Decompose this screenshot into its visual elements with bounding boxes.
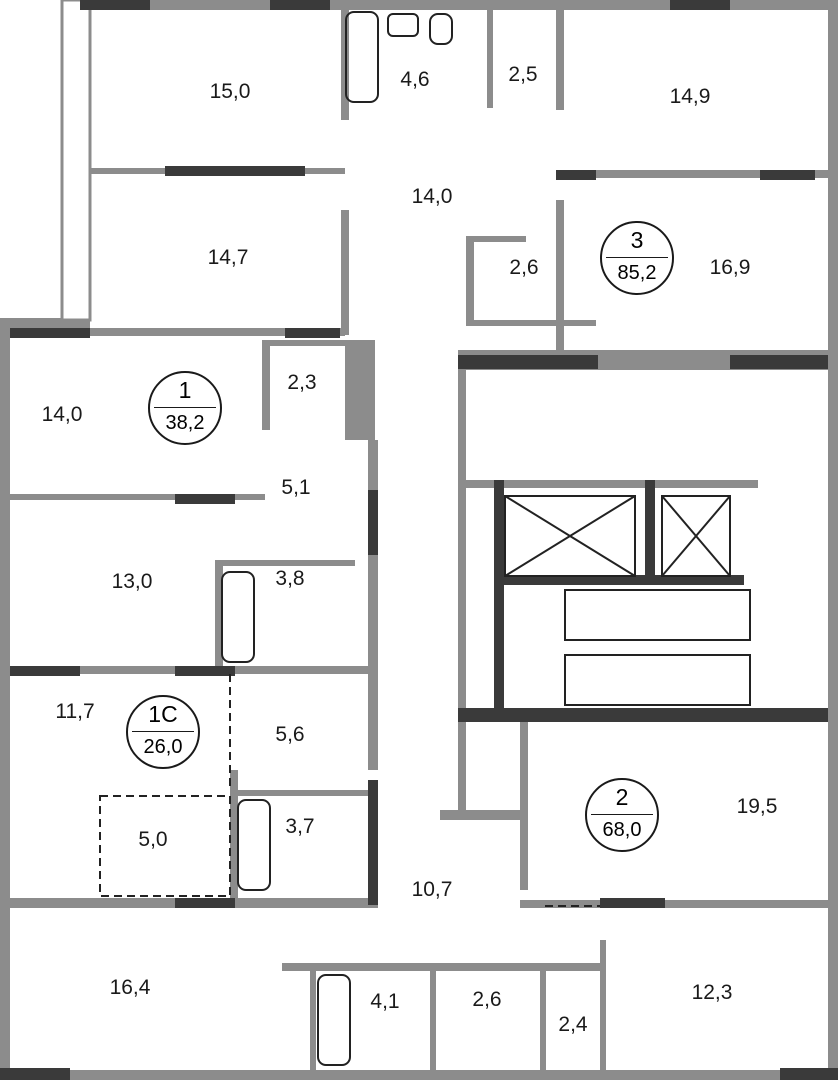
room-area: 5,0 xyxy=(138,828,168,851)
room-area: 4,1 xyxy=(370,990,400,1013)
bathtub-icon xyxy=(221,571,255,663)
room-area: 2,3 xyxy=(287,371,317,394)
apartment-number: 1 xyxy=(154,373,216,408)
toilet-icon xyxy=(429,13,453,45)
room-area: 3,8 xyxy=(275,567,305,590)
elevator-icon xyxy=(504,495,636,577)
room-area: 2,6 xyxy=(472,988,502,1011)
stairs xyxy=(564,654,751,706)
room-area: 13,0 xyxy=(111,570,153,593)
room-area: 14,0 xyxy=(41,403,83,426)
sink-icon xyxy=(387,13,419,37)
dashed-zone xyxy=(99,795,231,897)
room-area: 3,7 xyxy=(285,815,315,838)
room-area: 14,9 xyxy=(669,85,711,108)
apartment-area: 68,0 xyxy=(602,819,642,841)
room-area: 12,3 xyxy=(691,981,733,1004)
elevator-icon xyxy=(661,495,731,577)
bathtub-icon xyxy=(345,11,379,103)
room-area: 10,7 xyxy=(411,878,453,901)
room-area: 16,9 xyxy=(709,256,751,279)
room-area: 2,6 xyxy=(509,256,539,279)
apartment-number: 3 xyxy=(606,223,668,258)
apartment-badge: 1С 26,0 xyxy=(126,695,200,769)
apartment-area: 26,0 xyxy=(143,736,183,758)
apartment-number: 1С xyxy=(132,697,194,732)
stairs xyxy=(564,589,751,641)
room-area: 2,5 xyxy=(508,63,538,86)
fixtures xyxy=(99,11,751,1066)
room-area: 4,6 xyxy=(400,68,430,91)
room-area: 15,0 xyxy=(209,80,251,103)
room-area: 16,4 xyxy=(109,976,151,999)
room-area: 5,1 xyxy=(281,476,311,499)
apartment-area: 85,2 xyxy=(617,262,657,284)
room-area: 14,0 xyxy=(411,185,453,208)
room-area: 11,7 xyxy=(55,700,95,723)
room-area: 2,4 xyxy=(558,1013,588,1036)
bathtub-icon xyxy=(237,799,271,891)
room-area: 19,5 xyxy=(736,795,778,818)
apartment-number: 2 xyxy=(591,780,653,815)
bathtub-icon xyxy=(317,974,351,1066)
room-area: 5,6 xyxy=(275,723,305,746)
apartment-area: 38,2 xyxy=(165,412,205,434)
room-area: 14,7 xyxy=(207,246,249,269)
